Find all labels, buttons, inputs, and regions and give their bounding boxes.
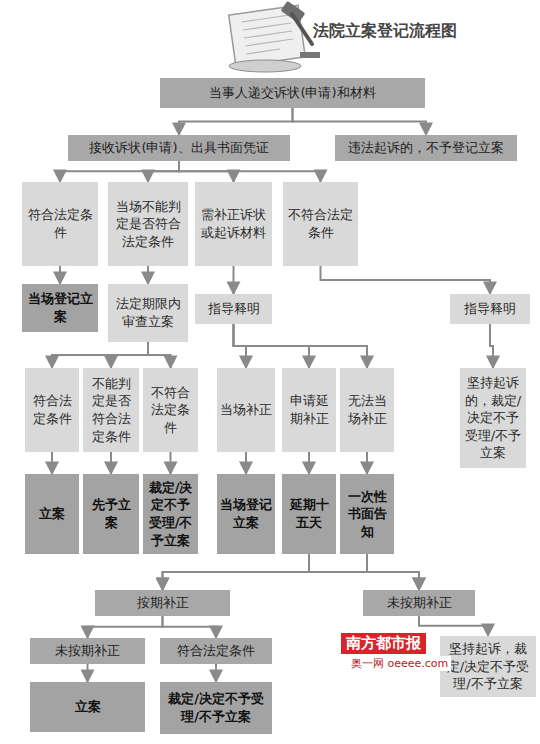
box-text: 裁定/决定不予受理/不予立案 xyxy=(146,479,195,549)
flow-arrow xyxy=(110,452,112,474)
flow-arrow xyxy=(52,342,148,368)
flow-arrow xyxy=(148,342,171,368)
flow-arrow xyxy=(321,266,491,294)
chart-title: 法院立案登记流程图 xyxy=(313,21,457,42)
box-text: 符合法定条件 xyxy=(25,206,95,241)
box-text: 未按期补正 xyxy=(55,642,120,660)
box-text: 符合法定条件 xyxy=(28,392,76,427)
watermark: 南方都市报 xyxy=(341,633,426,654)
process-box: 申请延期补正 xyxy=(282,368,336,452)
box-text: 立案 xyxy=(39,505,65,523)
process-box: 违法起诉的，不予登记立案 xyxy=(335,135,517,161)
box-text: 当场登记立案 xyxy=(220,496,272,531)
process-box: 当场不能判定是否符合法定条件 xyxy=(108,182,188,266)
process-box: 符合法定条件 xyxy=(22,182,98,266)
process-box: 不符合法定条件 xyxy=(143,368,198,452)
box-text: 不符合法定条件 xyxy=(146,384,195,437)
box-text: 不能判定是否符合法定条件 xyxy=(86,375,136,445)
box-text: 接收诉状(申请)、出具书面凭证 xyxy=(89,139,268,157)
box-text: 按期补正 xyxy=(137,594,189,612)
result-box: 立案 xyxy=(25,474,79,554)
flow-arrow xyxy=(234,324,368,368)
process-box: 不符合法定条件 xyxy=(283,182,358,266)
flow-arrow xyxy=(88,616,163,638)
flow-arrow xyxy=(170,452,172,474)
box-text: 立案 xyxy=(75,698,101,716)
box-text: 法定期限内审查立案 xyxy=(111,295,185,330)
box-text: 当场不能判定是否符合法定条件 xyxy=(111,198,185,251)
flow-arrow xyxy=(245,452,247,474)
process-box: 坚持起诉的，裁定/决定不予受理/不予立案 xyxy=(460,368,526,468)
box-text: 裁定/决定不予受理/不予立案 xyxy=(163,690,269,725)
flow-arrow xyxy=(148,161,179,182)
process-box: 法定期限内审查立案 xyxy=(108,284,188,342)
box-text: 违法起诉的，不予登记立案 xyxy=(348,139,504,157)
flow-arrow xyxy=(163,616,217,638)
result-box: 当场登记立案 xyxy=(22,284,98,332)
process-box: 指导释明 xyxy=(195,294,272,324)
result-box: 立案 xyxy=(30,682,145,732)
box-text: 坚持起诉，裁定/决定不予受理/不予立案 xyxy=(443,640,533,693)
process-box: 接收诉状(申请)、出具书面凭证 xyxy=(68,135,290,161)
result-box: 先予立案 xyxy=(83,474,139,554)
flow-arrow xyxy=(366,452,368,474)
result-box: 裁定/决定不予受理/不予立案 xyxy=(143,474,198,554)
process-box: 坚持起诉，裁定/决定不予受理/不予立案 xyxy=(440,636,536,697)
box-text: 需补正诉状或起诉材料 xyxy=(198,206,269,241)
process-box: 符合法定条件 xyxy=(25,368,79,452)
process-box: 未按期补正 xyxy=(363,590,475,616)
result-box: 一次性书面告知 xyxy=(340,474,394,554)
box-text: 先予立案 xyxy=(86,496,136,531)
flow-arrow xyxy=(233,266,235,294)
box-text: 指导释明 xyxy=(208,300,260,318)
title-illustration xyxy=(0,0,540,80)
watermark: 奥一网 oeeee.com xyxy=(348,656,451,671)
box-text: 未按期补正 xyxy=(387,594,452,612)
flow-arrow xyxy=(179,108,293,135)
process-box: 当场补正 xyxy=(217,368,275,452)
result-box: 延期十五天 xyxy=(282,474,336,554)
result-box: 裁定/决定不予受理/不予立案 xyxy=(160,682,272,734)
flow-arrow xyxy=(215,664,217,682)
process-box: 按期补正 xyxy=(95,590,230,616)
box-text: 无法当场补正 xyxy=(343,392,391,427)
box-text: 不符合法定条件 xyxy=(286,206,355,241)
process-box: 指导释明 xyxy=(450,294,530,324)
process-box: 需补正诉状或起诉材料 xyxy=(195,182,272,266)
flow-arrow xyxy=(293,108,427,135)
flow-arrow xyxy=(163,554,368,590)
box-text: 坚持起诉的，裁定/决定不予受理/不予立案 xyxy=(463,374,523,462)
flow-arrow xyxy=(60,161,179,182)
box-text: 当事人递交诉状(申请)和材料 xyxy=(209,84,375,102)
flow-arrow xyxy=(51,452,53,474)
flow-arrow xyxy=(308,452,310,474)
flow-arrow xyxy=(490,324,493,368)
process-box: 无法当场补正 xyxy=(340,368,394,452)
box-text: 指导释明 xyxy=(464,300,516,318)
result-box: 当场登记立案 xyxy=(217,474,275,554)
process-box: 未按期补正 xyxy=(30,638,145,664)
box-text: 一次性书面告知 xyxy=(343,488,391,541)
flow-arrow xyxy=(367,554,419,590)
box-text: 符合法定条件 xyxy=(177,642,255,660)
flow-arrow xyxy=(111,342,148,368)
process-box: 符合法定条件 xyxy=(160,638,272,664)
process-box: 不能判定是否符合法定条件 xyxy=(83,368,139,452)
flow-arrow xyxy=(59,266,61,284)
flow-arrow xyxy=(419,616,488,636)
box-text: 当场登记立案 xyxy=(25,290,95,325)
flow-arrow xyxy=(147,266,149,284)
box-text: 申请延期补正 xyxy=(285,392,333,427)
box-text: 当场补正 xyxy=(220,401,272,419)
flow-arrow xyxy=(179,161,321,182)
process-box: 当事人递交诉状(申请)和材料 xyxy=(160,78,425,108)
flow-arrow xyxy=(87,664,89,682)
box-text: 延期十五天 xyxy=(285,496,333,531)
